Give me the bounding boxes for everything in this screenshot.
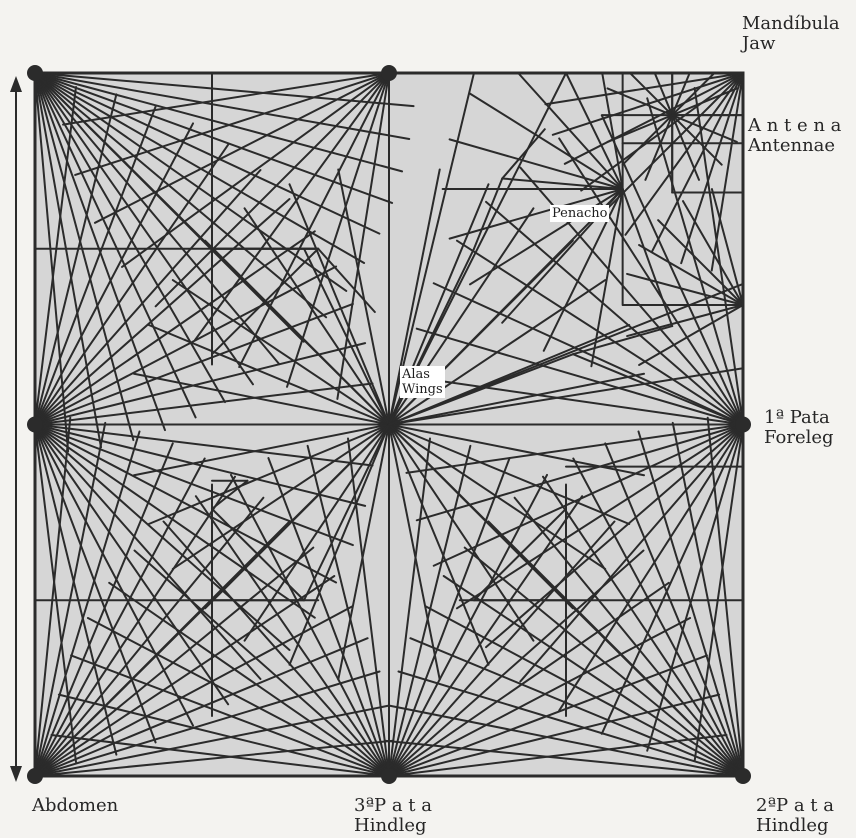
label-antennae: A n t e n a Antennae [748, 116, 841, 156]
label-jaw-es: Mandíbula [742, 14, 840, 34]
label-wings-es: Alas [402, 367, 443, 382]
label-foreleg-en: Foreleg [764, 428, 834, 448]
label-wings-en: Wings [402, 382, 443, 397]
crease-vertex [27, 65, 43, 81]
label-jaw-en: Jaw [742, 34, 840, 54]
label-hindleg-2-es: 2ªP a t a [756, 796, 834, 816]
dimension-arrow [10, 76, 22, 782]
crease-vertex [27, 417, 43, 433]
label-hindleg-3: 3ªP a t a Hindleg [354, 796, 432, 836]
label-abdomen: Abdomen [32, 796, 118, 816]
label-jaw: Mandíbula Jaw [742, 14, 840, 54]
label-foreleg-es: 1ª Pata [764, 408, 834, 428]
label-hindleg-3-es: 3ªP a t a [354, 796, 432, 816]
label-wings: Alas Wings [400, 366, 445, 398]
label-hindleg-3-en: Hindleg [354, 816, 432, 836]
label-plume-es: Penacho [552, 206, 607, 221]
label-foreleg: 1ª Pata Foreleg [764, 408, 834, 448]
crease-vertex [735, 768, 751, 784]
label-hindleg-2-en: Hindleg [756, 816, 834, 836]
label-plume: Penacho [550, 205, 609, 222]
label-antennae-en: Antennae [748, 136, 841, 156]
crease-vertex [381, 768, 397, 784]
crease-vertex [27, 768, 43, 784]
crease-vertex [381, 65, 397, 81]
crease-vertex [735, 417, 751, 433]
label-abdomen-es: Abdomen [32, 796, 118, 816]
label-antennae-es: A n t e n a [748, 116, 841, 136]
label-hindleg-2: 2ªP a t a Hindleg [756, 796, 834, 836]
